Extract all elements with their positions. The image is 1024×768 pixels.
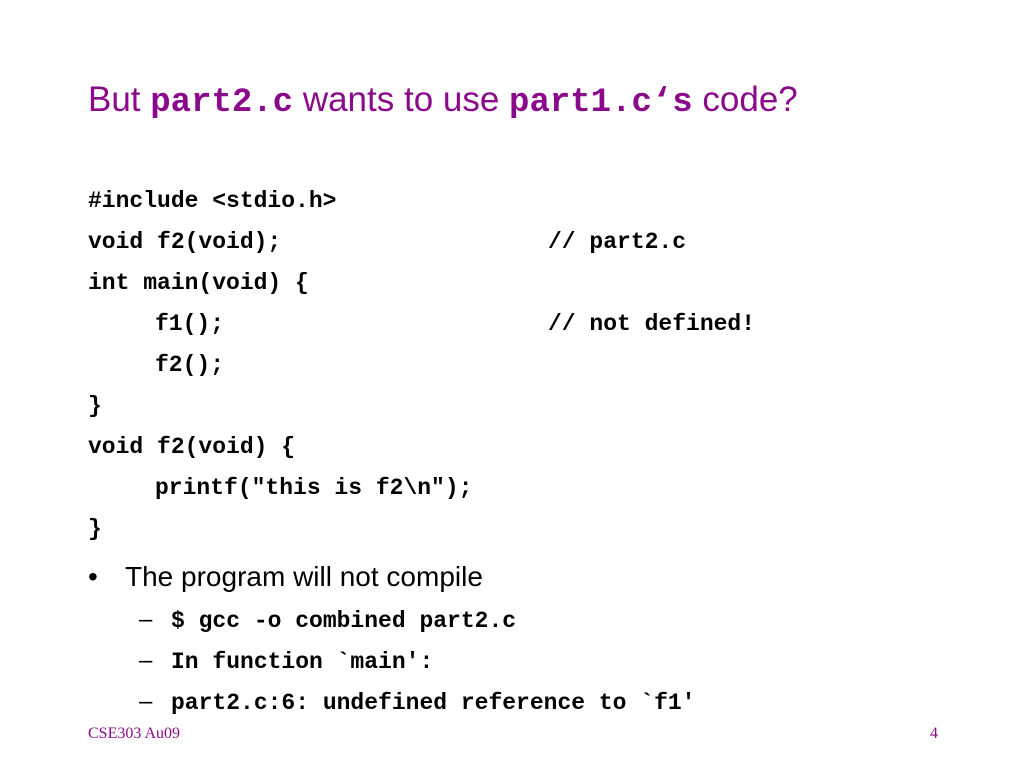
- code-line: f2();: [88, 345, 472, 386]
- code-text: }: [88, 516, 102, 542]
- code-comment: // part2.c: [548, 229, 687, 255]
- error-text: part2.c:6: undefined reference to `f1': [171, 690, 696, 716]
- error-text: In function `main':: [171, 649, 434, 675]
- code-line: f1(); // not defined!: [88, 304, 755, 345]
- code-text: f1();: [155, 311, 225, 337]
- footer-page-number: 4: [930, 725, 938, 742]
- title-middle: wants to use: [293, 80, 510, 119]
- code-text: void f2(void);: [88, 229, 282, 255]
- code-line: printf("this is f2\n");: [88, 468, 472, 509]
- slide-title: But part2.c wants to use part1.c‘s code?: [88, 72, 798, 128]
- title-code-part1: part1.c‘s: [509, 84, 693, 122]
- code-text: #include <stdio.h>: [88, 188, 337, 214]
- code-comment: // not defined!: [548, 311, 756, 337]
- code-text: int main(void) {: [88, 270, 309, 296]
- title-suffix: code?: [692, 80, 798, 119]
- code-listing: #include <stdio.h> void f2(void); // part…: [88, 181, 755, 550]
- code-line: void f2(void) {: [88, 427, 472, 468]
- code-line: void f2(void); // part2.c: [88, 222, 686, 263]
- code-text: void f2(void) {: [88, 434, 296, 460]
- code-line: int main(void) {: [88, 263, 472, 304]
- sub-bullet-list: –$ gcc -o combined part2.c –In function …: [139, 599, 696, 722]
- bullet-text: The program will not compile: [125, 561, 483, 592]
- code-text: }: [88, 393, 102, 419]
- sub-bullet-item: –part2.c:6: undefined reference to `f1': [139, 681, 696, 722]
- sub-bullet-item: –In function `main':: [139, 640, 696, 681]
- code-line: }: [88, 509, 472, 550]
- code-line: #include <stdio.h>: [88, 181, 472, 222]
- command-text: $ gcc -o combined part2.c: [171, 608, 517, 634]
- footer-course: CSE303 Au09: [88, 725, 181, 742]
- code-line: }: [88, 386, 472, 427]
- code-text: f2();: [155, 352, 225, 378]
- dash-marker: –: [139, 606, 153, 633]
- code-text: printf("this is f2\n");: [155, 475, 473, 501]
- title-code-part2: part2.c: [150, 84, 294, 122]
- dash-marker: –: [139, 688, 153, 715]
- sub-bullet-item: –$ gcc -o combined part2.c: [139, 599, 696, 640]
- bullet-item: • The program will not compile: [88, 555, 483, 599]
- dash-marker: –: [139, 647, 153, 674]
- bullet-marker: •: [88, 561, 98, 592]
- title-prefix: But: [88, 80, 151, 119]
